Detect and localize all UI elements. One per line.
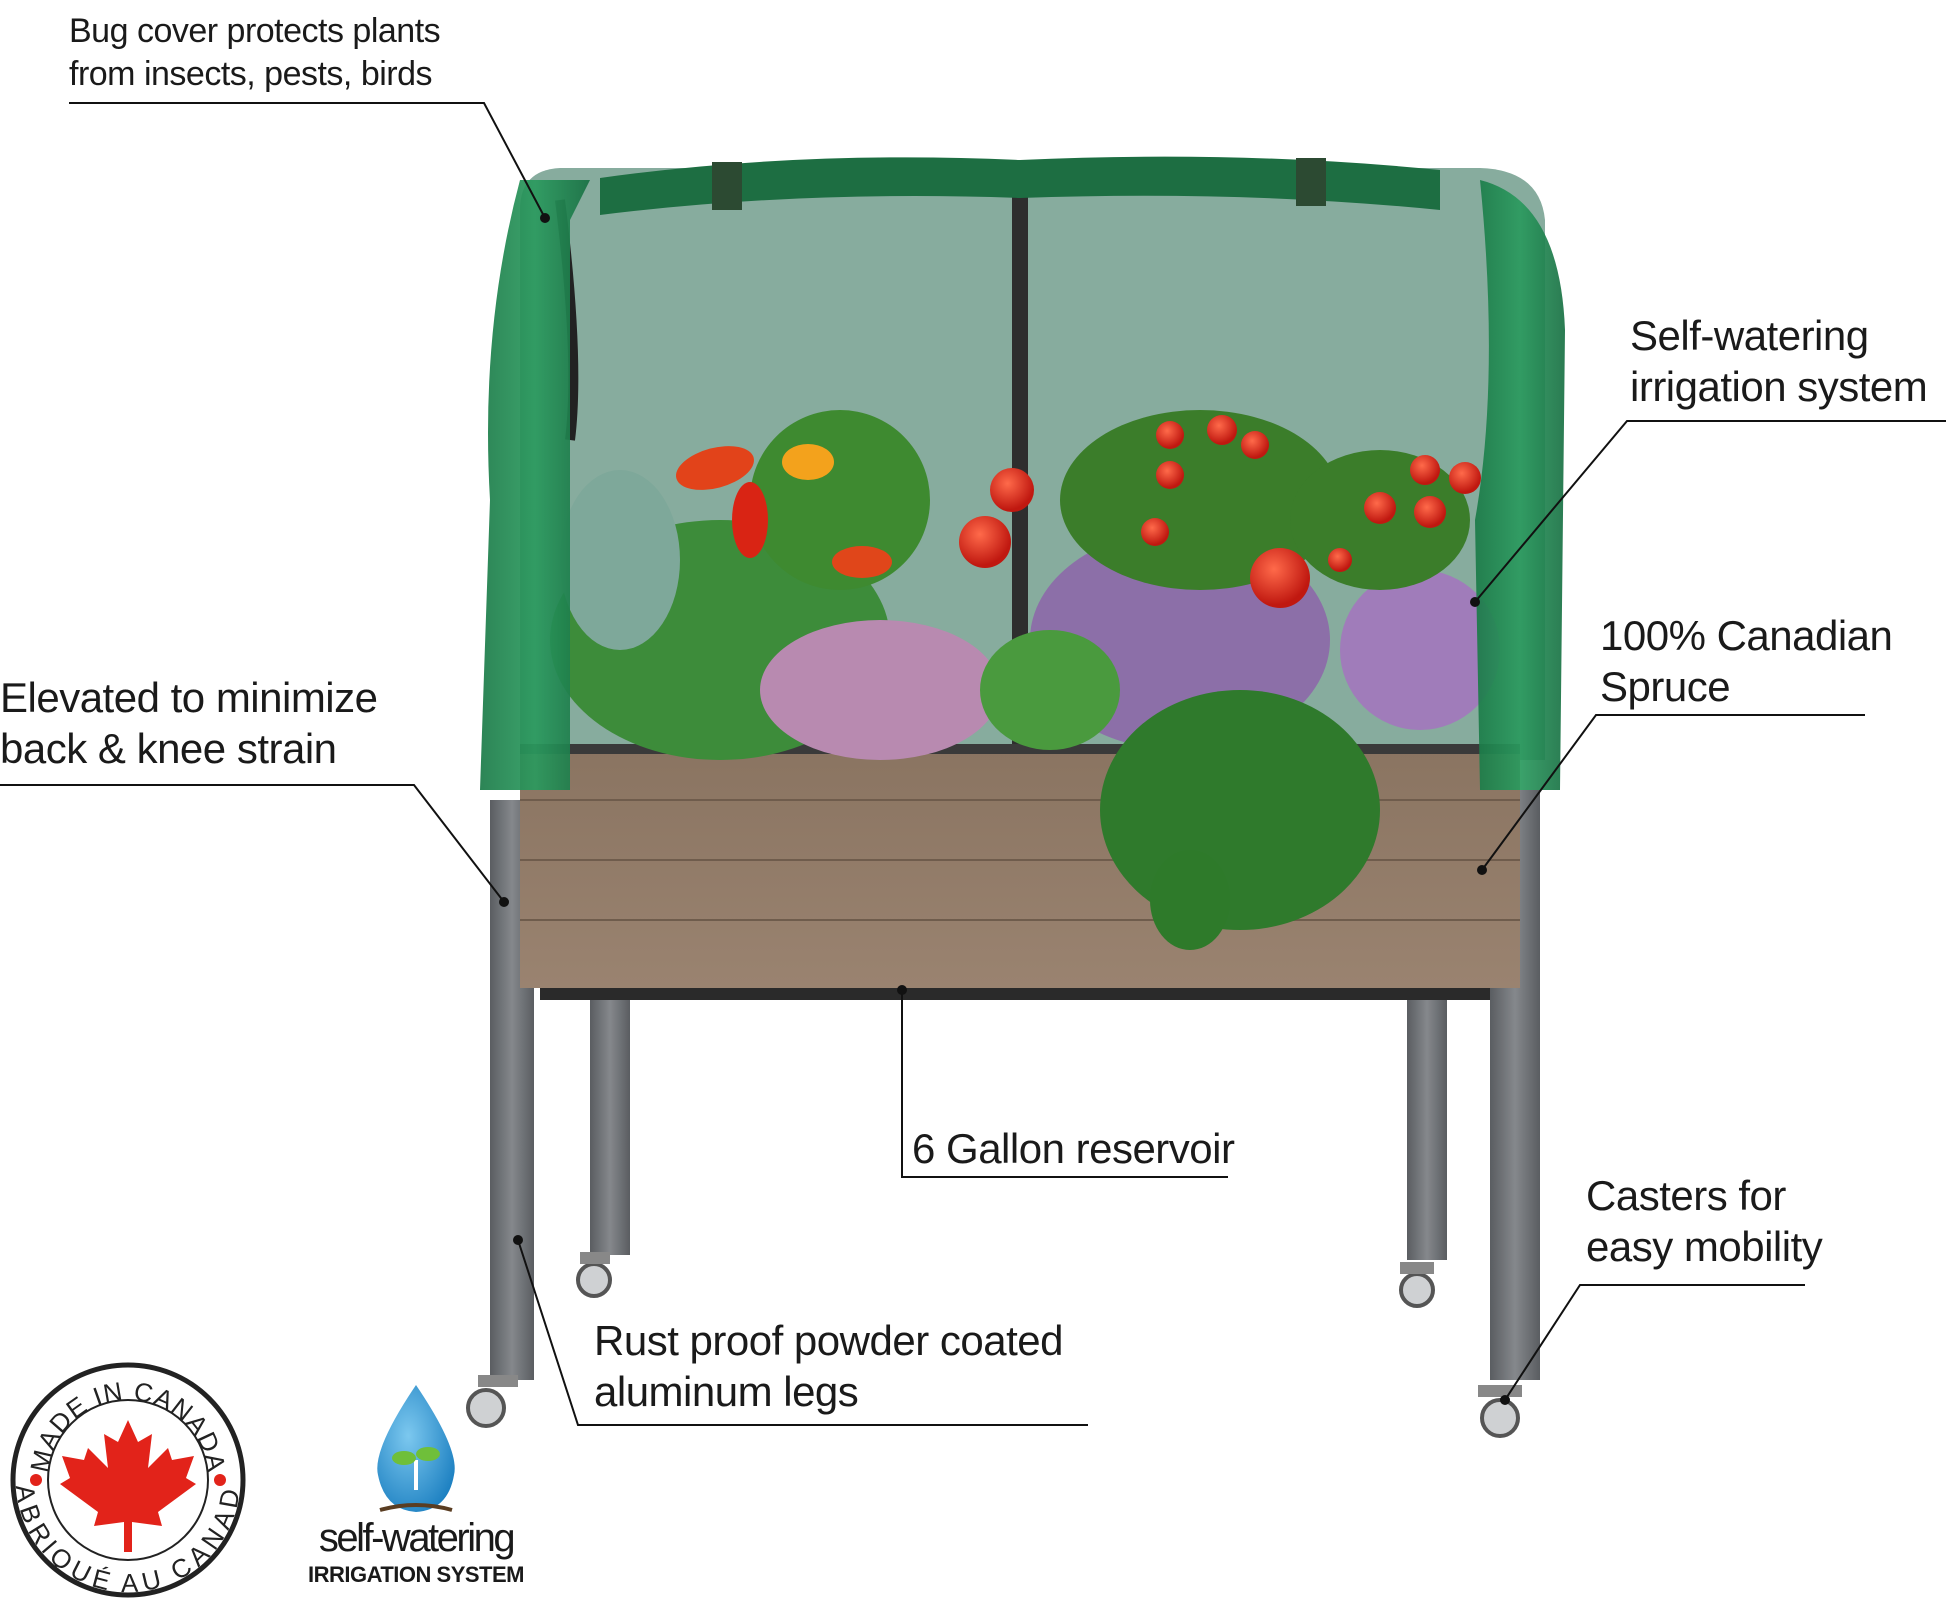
callout-leaders — [0, 102, 1946, 1426]
plants — [550, 410, 1500, 950]
callout-elevated: Elevated to minimize back & knee strain — [0, 674, 378, 773]
self-watering-badge: self-watering IRRIGATION SYSTEM — [296, 1518, 536, 1588]
irrigation-system-label: IRRIGATION SYSTEM — [308, 1562, 525, 1587]
self-watering-wordmark: self-watering — [318, 1516, 516, 1560]
maple-leaf-icon — [60, 1420, 196, 1552]
bug-cover — [480, 156, 1565, 790]
callout-reservoir: 6 Gallon reservoir — [912, 1125, 1235, 1172]
callout-self-watering: Self-watering irrigation system — [1630, 312, 1928, 411]
callout-spruce: 100% Canadian Spruce — [1600, 612, 1893, 711]
center-hoop — [1012, 176, 1028, 756]
water-drop-icon — [377, 1385, 455, 1512]
made-in-canada-seal: MADE IN CANADA FABRIQUÉ AU CANADA — [0, 0, 246, 1598]
callout-bug-cover: Bug cover protects plants from insects, … — [69, 12, 441, 93]
callout-legs: Rust proof powder coated aluminum legs — [594, 1317, 1063, 1416]
svg-text:FABRIQUÉ AU CANADA: FABRIQUÉ AU CANADA — [0, 0, 246, 1598]
callout-dots — [499, 213, 1510, 1405]
back-legs — [576, 990, 1447, 1308]
seal-bottom-text: FABRIQUÉ AU CANADA — [0, 0, 245, 1598]
callout-casters: Casters for easy mobility — [1586, 1172, 1823, 1271]
